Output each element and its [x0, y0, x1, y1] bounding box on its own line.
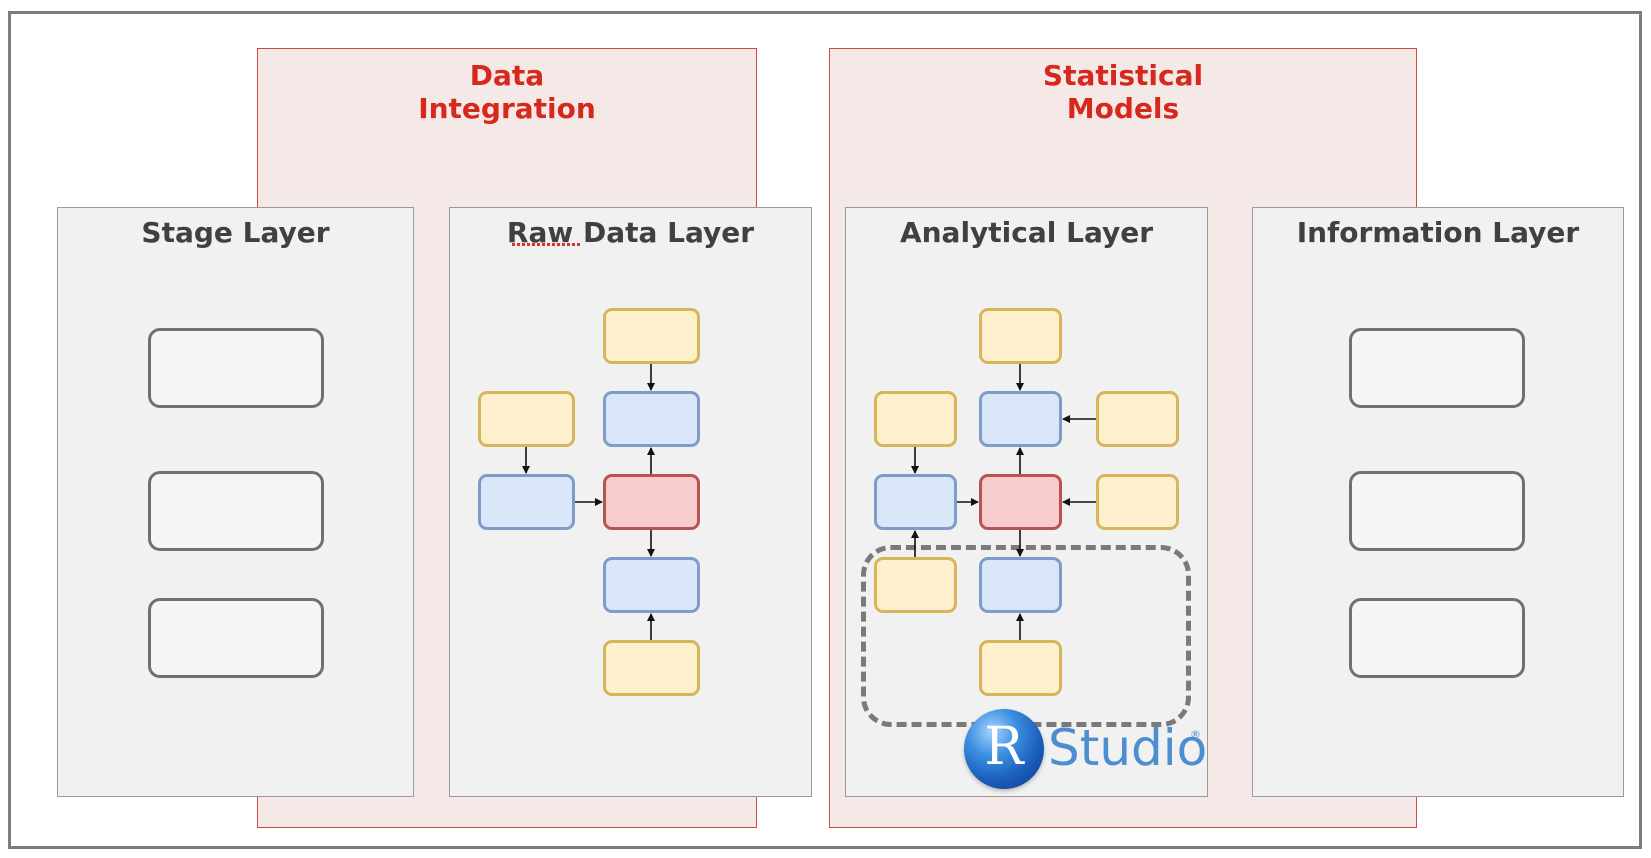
rstudio-logo-ball: R: [964, 709, 1044, 789]
source-node: [1096, 391, 1179, 447]
hub-node: [603, 474, 700, 530]
spellcheck-underline: [512, 243, 580, 246]
source-node: [874, 557, 957, 613]
information-node: [1349, 598, 1525, 678]
hub-node: [979, 474, 1062, 530]
information-node: [1349, 328, 1525, 408]
entity-node: [874, 474, 957, 530]
rstudio-logo-letter: R: [984, 717, 1024, 777]
layer-title-analytical: Analytical Layer: [899, 216, 1154, 249]
layer-title-stage: Stage Layer: [141, 216, 330, 249]
stage-node: [148, 598, 324, 678]
entity-node: [979, 391, 1062, 447]
source-node: [979, 640, 1062, 696]
group-title-data-integration: Data Integration: [418, 59, 596, 125]
source-node: [603, 640, 700, 696]
entity-node: [603, 557, 700, 613]
stage-node: [148, 471, 324, 551]
source-node: [874, 391, 957, 447]
entity-node: [979, 557, 1062, 613]
stage-node: [148, 328, 324, 408]
source-node: [478, 391, 575, 447]
source-node: [979, 308, 1062, 364]
rstudio-logo-word: Studio: [1048, 719, 1208, 777]
source-node: [603, 308, 700, 364]
information-node: [1349, 471, 1525, 551]
source-node: [1096, 474, 1179, 530]
layer-title-information: Information Layer: [1296, 216, 1580, 249]
group-title-statistical-models: Statistical Models: [1042, 59, 1204, 125]
rstudio-registered-mark: ®: [1190, 728, 1201, 741]
entity-node: [603, 391, 700, 447]
entity-node: [478, 474, 575, 530]
